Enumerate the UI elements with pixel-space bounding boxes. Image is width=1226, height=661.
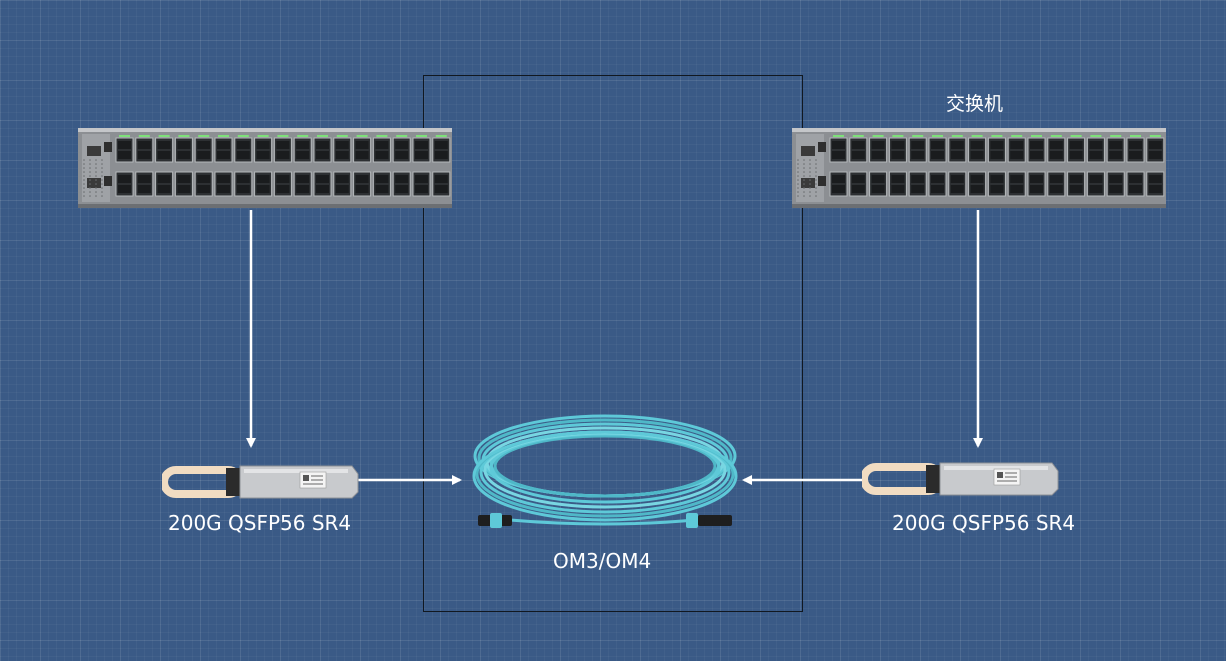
module-right-label: 200G QSFP56 SR4 xyxy=(892,511,1076,535)
switch-label: 交换机 xyxy=(946,93,1004,115)
switch-right-graphic xyxy=(792,128,1166,208)
fiber-cable-icon xyxy=(472,414,738,528)
switch-left-graphic xyxy=(78,128,452,208)
cable-label: OM3/OM4 xyxy=(553,549,652,573)
switch-right-icon xyxy=(792,128,1166,208)
switch-left-icon xyxy=(78,128,452,208)
module-left-label: 200G QSFP56 SR4 xyxy=(168,511,352,535)
center-frame xyxy=(423,75,803,612)
module-right-icon xyxy=(862,462,1059,496)
module-left-icon xyxy=(162,465,359,499)
